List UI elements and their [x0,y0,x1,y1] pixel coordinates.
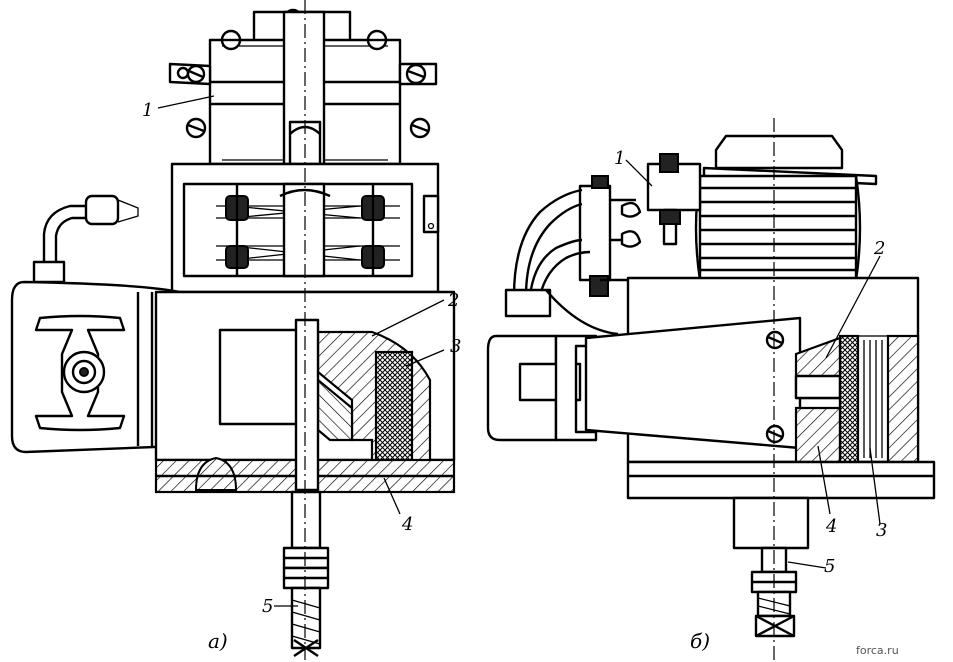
rod-a [282,490,330,657]
housing-b [486,276,936,500]
view-a: 1 2 3 4 5 а) [10,0,461,660]
side-flange-a [10,280,182,454]
view-b: 1 2 4 3 5 б) [486,118,936,660]
caption-a: а) [208,629,228,653]
terminals-a [168,62,438,139]
watermark: forca.ru [856,644,899,657]
label-a-4: 4 [401,514,413,535]
caption-b: б) [690,629,710,653]
shaft-a [282,10,326,166]
label-b-4: 4 [825,516,837,537]
leaders-a [157,95,445,607]
label-a-1: 1 [142,100,153,121]
label-a-5: 5 [262,596,273,617]
stem-b [732,496,810,638]
label-a-2: 2 [447,290,459,311]
cable-a [32,194,139,284]
label-a-3: 3 [450,336,461,357]
label-b-5: 5 [824,556,835,577]
bellows-b [694,134,878,282]
label-b-2: 2 [873,238,885,259]
cable-b [504,188,619,336]
label-b-1: 1 [614,148,625,169]
leaders-b [625,159,881,569]
label-b-3: 3 [876,520,887,541]
contact-unit-b [578,153,702,297]
